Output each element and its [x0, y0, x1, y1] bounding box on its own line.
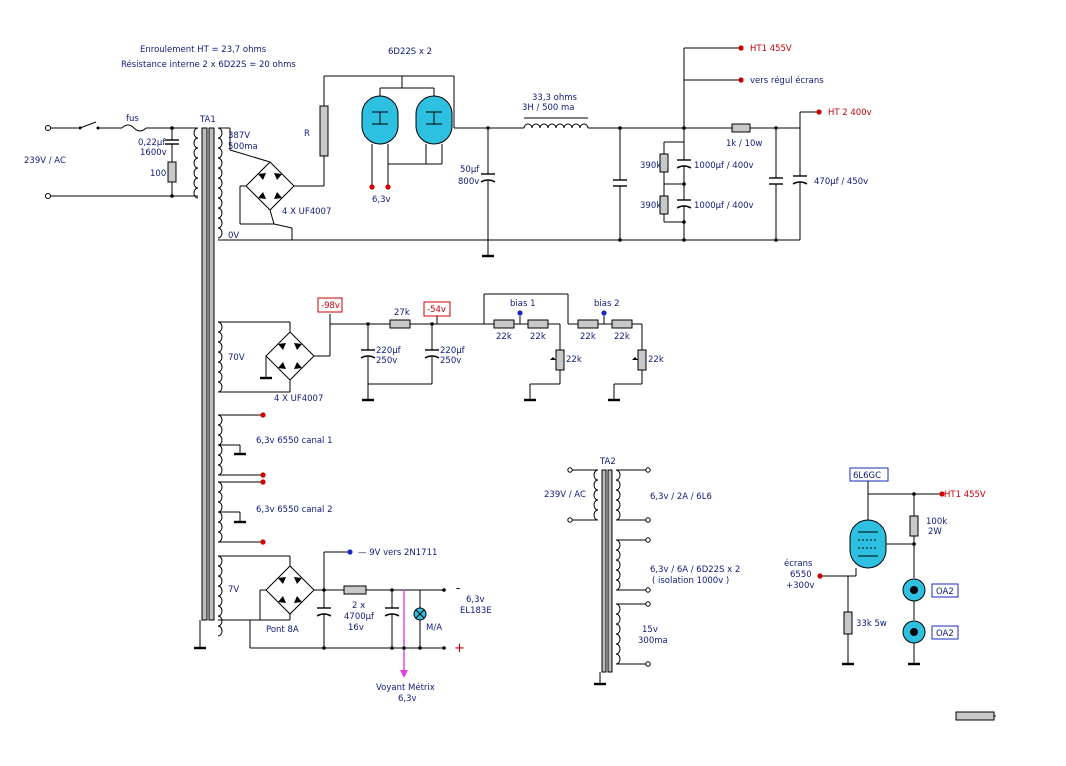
bias-bridge: 4 X UF4007: [274, 394, 323, 404]
lv-plus: +: [454, 641, 465, 656]
ta1-heater2: 6,3v 6550 canal 2: [256, 505, 333, 515]
reg-tube: 6L6GC: [853, 471, 881, 481]
bias-r22b: 22k: [530, 332, 546, 342]
ht-cap1: 1000µf / 400v: [694, 161, 754, 171]
ta2-label: TA2: [599, 457, 616, 467]
note-winding: Enroulement HT = 23,7 ohms: [140, 45, 267, 55]
screen-regulator: [817, 467, 996, 721]
ta1-transformer: [192, 127, 223, 650]
ht-cap2: 1000µf / 400v: [694, 201, 754, 211]
rect-tubes-label: 6D22S x 2: [388, 47, 432, 57]
ta1-label: TA1: [199, 115, 216, 125]
mains-input: [45, 121, 198, 199]
bias-supply: [218, 293, 647, 402]
reg-r33: 33k 5w: [856, 619, 887, 629]
bias-r22c: 22k: [580, 332, 596, 342]
lv-ma: M/A: [426, 623, 442, 633]
ht-filter: [480, 45, 822, 258]
bias-r27: 27k: [394, 308, 410, 318]
lv-m9: — 9V vers 2N1711: [358, 548, 437, 558]
ht2-output: HT 2 400v: [828, 108, 872, 118]
ht1-output: HT1 455V: [750, 44, 792, 54]
ht-drop: 1k / 10w: [726, 139, 762, 149]
ta1-heater1: 6,3v 6550 canal 1: [256, 436, 333, 446]
mains-fuse: fus: [126, 114, 139, 124]
mains-voltage: 239V / AC: [24, 156, 66, 166]
ht-cap-out: 470µf / 450v: [814, 177, 868, 187]
ht-bridge: 4 X UF4007: [282, 207, 331, 217]
bias-pot1: 22k: [566, 355, 582, 365]
ht-r: R: [304, 129, 310, 139]
bias-v98: -98v: [321, 301, 340, 311]
bias-r22a: 22k: [496, 332, 512, 342]
ta2-s2: 6,3v / 6A / 6D22S x 2( isolation 1000v ): [650, 565, 740, 586]
heater-windings: [218, 412, 266, 545]
reg-ht1: HT1 455V: [944, 490, 986, 500]
ht-res1: 390k: [640, 161, 661, 171]
ht-res2: 390k: [640, 201, 661, 211]
bias1-label: bias 1: [510, 299, 536, 309]
ta1-zero: 0V: [228, 231, 239, 241]
low-voltage-supply: [218, 549, 446, 678]
bias2-label: bias 2: [594, 299, 620, 309]
ta2-s1: 6,3v / 2A / 6L6: [650, 492, 712, 502]
ta2-transformer: [567, 467, 651, 686]
bias-pot2: 22k: [648, 355, 664, 365]
rect-heater: 6,3v: [372, 195, 391, 205]
rect-tubes: [361, 76, 524, 190]
mains-res: 100: [150, 169, 166, 179]
note-internal: Résistance interne 2 x 6D22S = 20 ohms: [121, 59, 296, 70]
ta1-7v: 7V: [228, 585, 239, 595]
ht-rectifier: [218, 75, 800, 241]
bias-v54: -54v: [427, 305, 446, 315]
reg-oa2b: OA2: [936, 629, 954, 639]
lv-bridge: Pont 8A: [266, 625, 299, 635]
ta1-bias: 70V: [228, 353, 245, 363]
ta2-primary: 239V / AC: [544, 490, 586, 500]
bias-r22d: 22k: [614, 332, 630, 342]
lv-minus: -: [456, 581, 460, 595]
screens-output: vers régul écrans: [750, 75, 824, 86]
reg-oa2a: OA2: [936, 587, 954, 597]
